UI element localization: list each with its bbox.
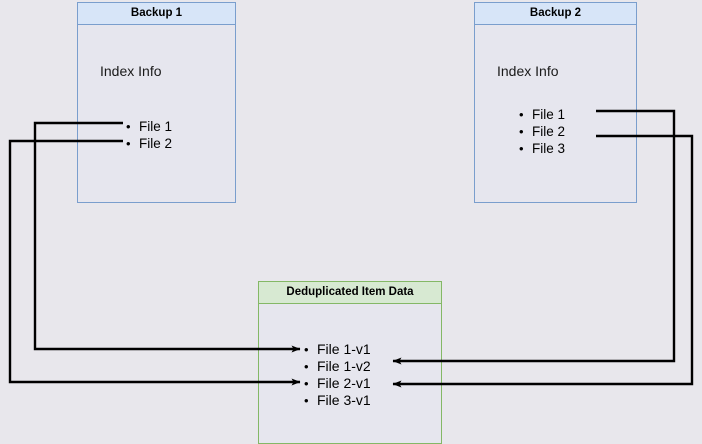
list-item: File 2: [126, 135, 172, 152]
node-backup-2-body: Index Info File 1 File 2 File 3: [475, 25, 636, 202]
list-item: File 1-v1: [304, 341, 371, 358]
list-item: File 2: [519, 123, 565, 140]
node-backup-2-subtitle: Index Info: [497, 63, 559, 79]
node-backup-1[interactable]: Backup 1 Index Info File 1 File 2: [77, 2, 236, 203]
node-deduplicated-item-data[interactable]: Deduplicated Item Data File 1-v1 File 1-…: [258, 281, 442, 444]
list-item: File 1: [519, 106, 565, 123]
list-item: File 3: [519, 140, 565, 157]
node-backup-2[interactable]: Backup 2 Index Info File 1 File 2 File 3: [474, 2, 637, 203]
node-backup-1-file-list: File 1 File 2: [126, 118, 172, 152]
node-backup-2-title: Backup 2: [475, 3, 636, 25]
list-item: File 2-v1: [304, 375, 371, 392]
node-backup-1-body: Index Info File 1 File 2: [78, 25, 235, 202]
node-deduplicated-file-list: File 1-v1 File 1-v2 File 2-v1 File 3-v1: [304, 341, 371, 409]
list-item: File 3-v1: [304, 392, 371, 409]
node-deduplicated-item-data-body: File 1-v1 File 1-v2 File 2-v1 File 3-v1: [259, 304, 441, 443]
node-backup-1-subtitle: Index Info: [100, 63, 162, 79]
node-backup-2-file-list: File 1 File 2 File 3: [519, 106, 565, 157]
list-item: File 1: [126, 118, 172, 135]
list-item: File 1-v2: [304, 358, 371, 375]
node-deduplicated-item-data-title: Deduplicated Item Data: [259, 282, 441, 304]
node-backup-1-title: Backup 1: [78, 3, 235, 25]
